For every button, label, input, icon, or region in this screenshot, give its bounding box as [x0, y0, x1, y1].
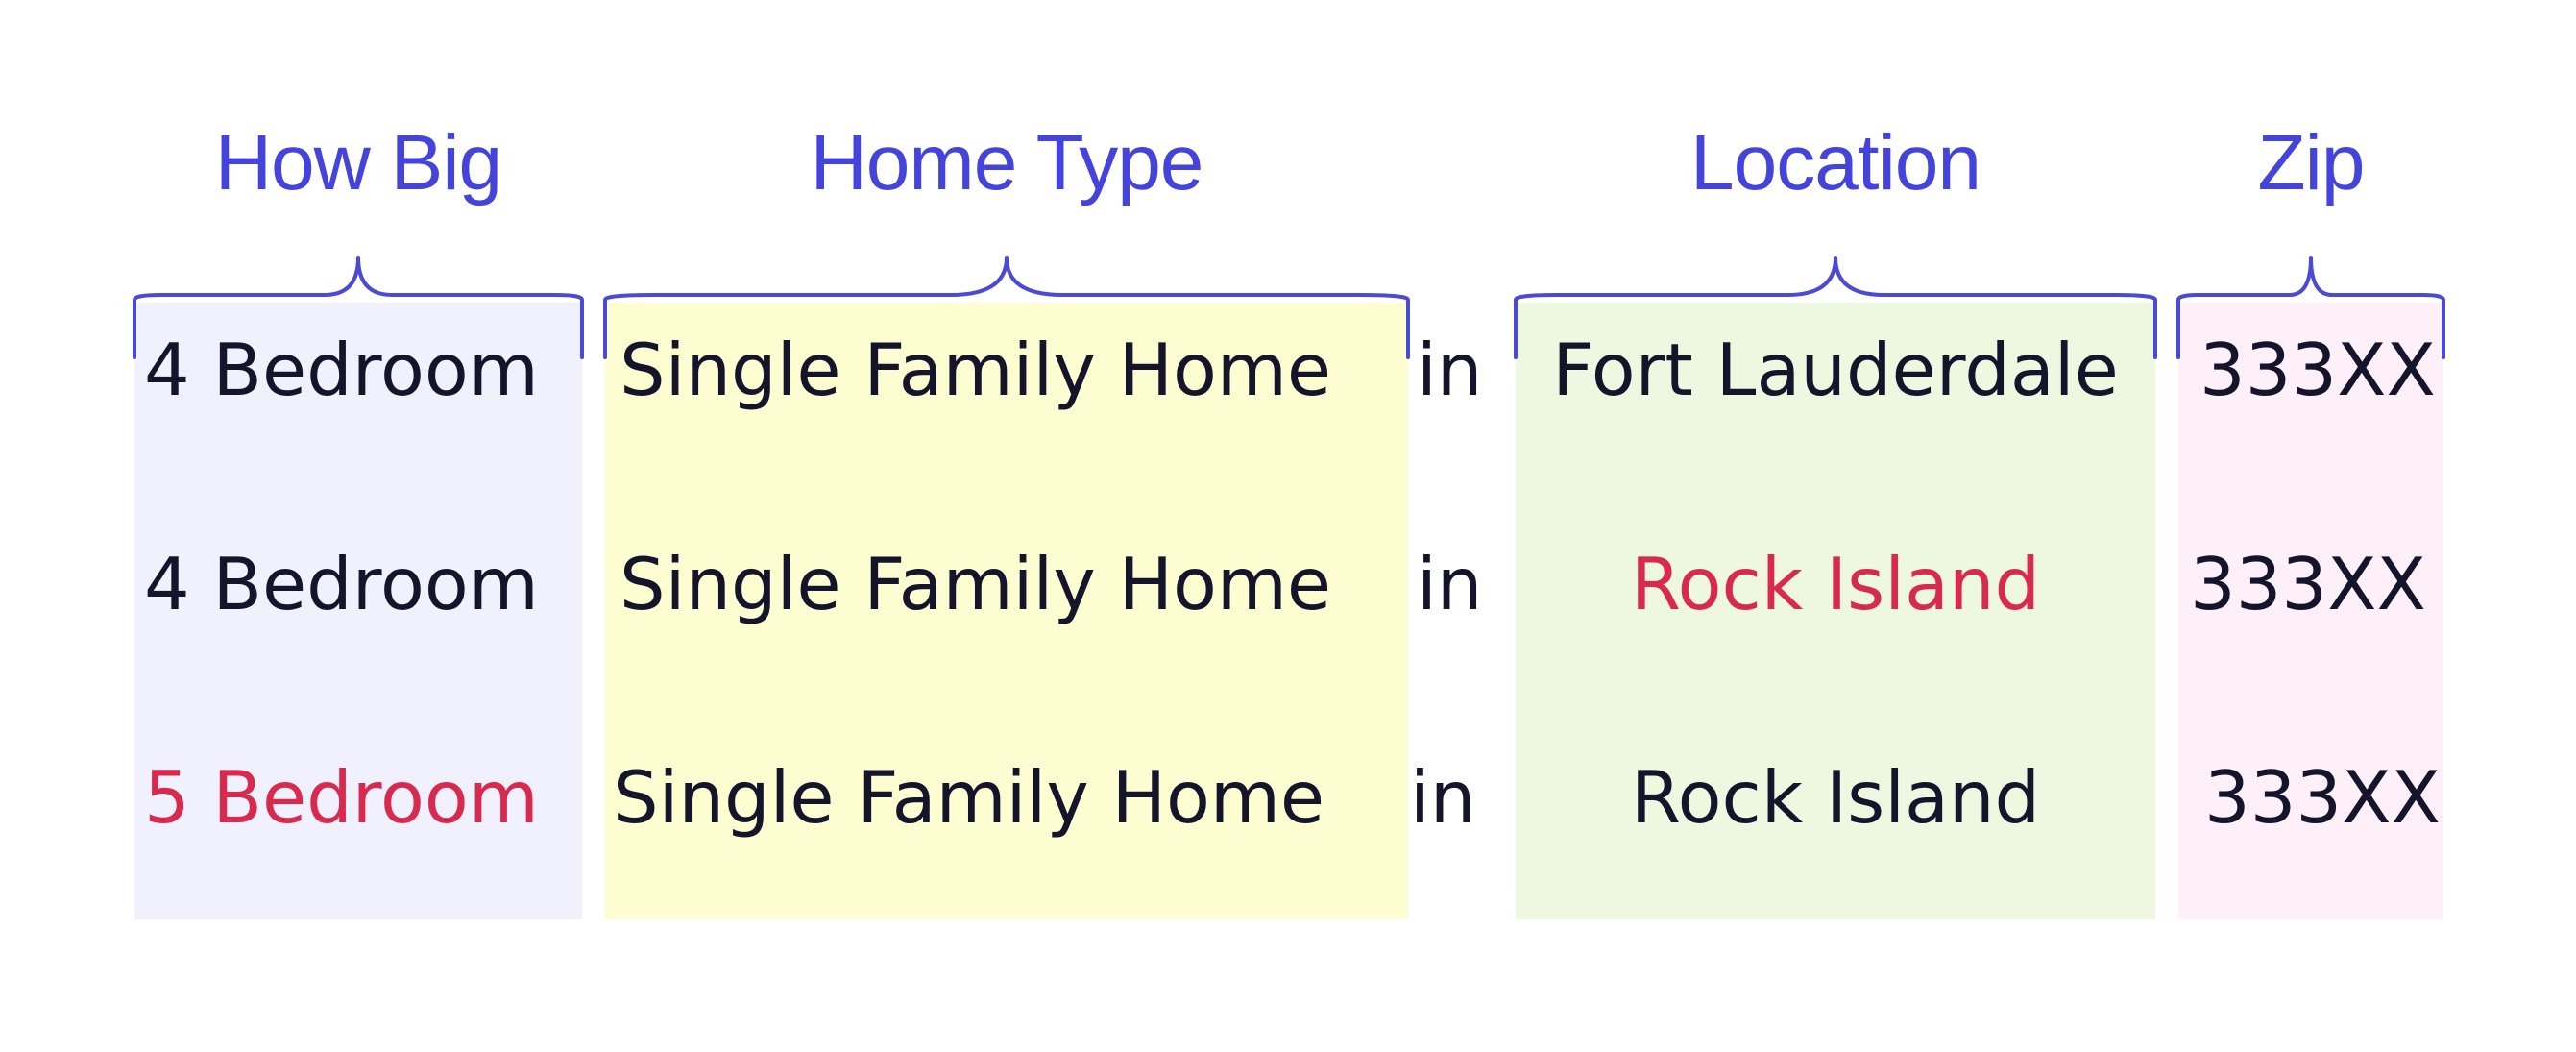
row-3-connector: in: [1410, 755, 1476, 840]
row-2-zip: 333XX: [2190, 542, 2426, 626]
row-1-type: Single Family Home: [620, 328, 1332, 412]
row-2-size: 4 Bedroom: [144, 542, 539, 626]
how-big-column-bg: [134, 303, 582, 919]
row-1-connector: in: [1417, 328, 1483, 412]
row-1-size: 4 Bedroom: [144, 328, 539, 412]
row-3-type: Single Family Home: [613, 755, 1325, 840]
row-3-zip: 333XX: [2204, 755, 2441, 840]
location-column-bg: [1516, 303, 2155, 919]
row-1-location: Fort Lauderdale: [1552, 328, 2119, 412]
row-2-connector: in: [1417, 542, 1483, 626]
row-1-zip: 333XX: [2199, 328, 2436, 412]
brace-how-big: [133, 256, 584, 359]
row-2-type: Single Family Home: [620, 542, 1332, 626]
header-location: Location: [1689, 119, 1981, 207]
header-home-type: Home Type: [810, 119, 1204, 207]
brace-zip: [2176, 256, 2445, 359]
zip-column-bg: [2178, 303, 2443, 919]
row-3-location: Rock Island: [1630, 755, 2041, 840]
header-zip: Zip: [2257, 119, 2366, 207]
curly-braces: [133, 256, 2445, 359]
header-how-big: How Big: [214, 119, 502, 207]
row-3-size: 5 Bedroom: [144, 755, 539, 840]
brace-location: [1514, 256, 2157, 359]
home-type-column-bg: [605, 303, 1408, 919]
row-2-location: Rock Island: [1630, 542, 2041, 626]
brace-home-type: [603, 256, 1410, 359]
